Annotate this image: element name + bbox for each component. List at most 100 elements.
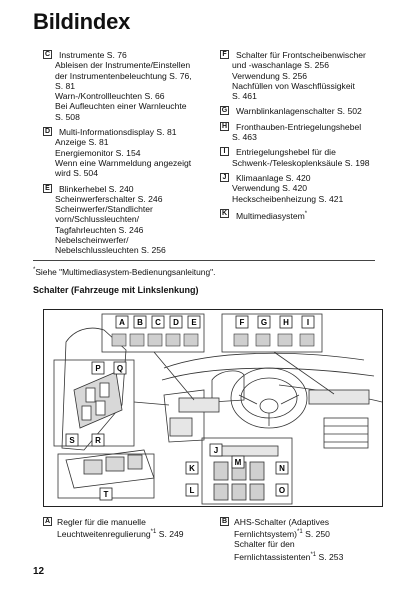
figure-label-h: H [283,318,289,327]
switch-icon [147,333,163,347]
entry-text: Instrumente S. 76 [59,50,127,60]
entry-text: Verwendung S. 256 [232,70,308,81]
entry-text: Fernlichtassistenten*1 S. 253 [234,551,344,562]
window-switch [95,400,106,416]
figure-label-l: L [190,486,195,495]
figure-label-box [99,487,113,501]
figure-label-box [235,315,249,329]
figure-label-box [257,315,271,329]
entry-text: Schalter für den [234,539,295,550]
entry-text: Schwenk-/Teleskoplenksäule S. 198 [232,157,370,168]
entry-letter-label: G [220,106,229,116]
entry-text: Entriegelungshebel für die [236,147,336,158]
window-switch-panel [73,371,123,429]
entry-text: S. 81 [55,80,76,91]
entry-text: und -waschanlage S. 256 [232,60,329,71]
switch-block [169,417,193,437]
figure-label-k: K [189,464,195,473]
entry-text: Multi-Informationsdisplay S. 81 [59,127,177,138]
figure-label-a: A [119,318,125,327]
console-button [249,483,265,501]
switch-icon [165,333,181,347]
steering-hub [259,398,279,414]
window-switch [81,405,92,421]
figure-label-box [133,315,147,329]
entry-text: Regler für die manuelle [57,517,146,527]
entry-letter-label: H [220,121,229,131]
entry-text: Fronthauben-Entriegelungshebel [236,121,362,132]
figure-label-f: F [240,318,245,327]
door-panel [61,327,127,451]
entry-text: Schalter für Frontscheibenwischer [236,50,366,60]
figure-label-box [169,315,183,329]
entry-letter-label: D [43,127,52,137]
index-entry-g: G Warnblinkanlagenschalter S. 502 [220,106,398,116]
figure-label-o: O [279,486,285,495]
console-button [249,461,265,481]
right-switch-strip [308,389,370,405]
entry-text: Tagfahrleuchten S. 246 [55,224,144,235]
lower-dash [163,389,205,443]
console-strip [213,445,279,457]
switch-icon [129,333,145,347]
entry-text: Fernlichtsystem)*1 S. 250 [234,529,330,540]
entry-letter-label: J [220,172,229,182]
console-button [213,483,229,501]
figure-label-q: Q [117,364,123,373]
entry-text: S. 508 [55,111,80,122]
leader-line [153,351,195,401]
figure-label-box [231,455,245,469]
figure-label-box [279,315,293,329]
entry-text: vorn/Schlussleuchten/ [55,214,140,225]
entry-text: Scheinwerferschalter S. 246 [55,193,163,204]
figure-label-box [91,361,105,375]
figure-label-box [209,443,223,457]
entry-letter-label: C [43,50,52,59]
figure-label-n: N [279,464,285,473]
entry-text: S. 461 [232,91,257,102]
entry-text: Bei Aufleuchten einer Warnleuchte [55,101,187,112]
switch-icon [183,333,199,347]
switch-icon [111,333,127,347]
dashboard-line [163,352,365,369]
dashboard-line [161,367,375,381]
entry-text: Nebelschlussleuchten S. 256 [55,245,166,256]
leader-line [133,401,170,406]
entry-text: Wenn eine Warnmeldung angezeigt [55,157,192,168]
seat-switch [127,454,143,470]
steering-wheel-inner [240,377,298,419]
figure-label-box [185,461,199,475]
figure-label-box [151,315,165,329]
entry-text: Blinkerhebel S. 240 [59,183,134,194]
entry-letter-label: F [220,50,229,59]
figure-label-box [275,483,289,497]
seat-switch [83,459,103,475]
figure-label-j: J [214,446,218,455]
figure-label-t: T [104,490,109,499]
figure-label-box [185,483,199,497]
window-switch [99,382,110,398]
figure-label-c: C [155,318,161,327]
page-title: Bildindex [33,9,131,34]
callout-box-top-right [221,313,323,353]
entry-text: Multimediasystem [232,209,398,221]
entry-text: Energiemonitor S. 154 [55,147,141,158]
figure-label-box [91,433,105,447]
entry-letter-label: I [220,147,229,157]
entry-text: Warnblinkanlagenschalter S. 502 [236,106,362,117]
entry-text: Nachfüllen von Waschflüssigkeit [232,80,355,91]
entry-letter-label: K [220,208,229,218]
entry-text: Scheinwerfer/Standlichter [55,204,153,215]
steering-wheel [230,367,308,429]
divider-rule [33,260,375,261]
figure-label-p: P [95,364,101,373]
console-button [231,483,247,501]
